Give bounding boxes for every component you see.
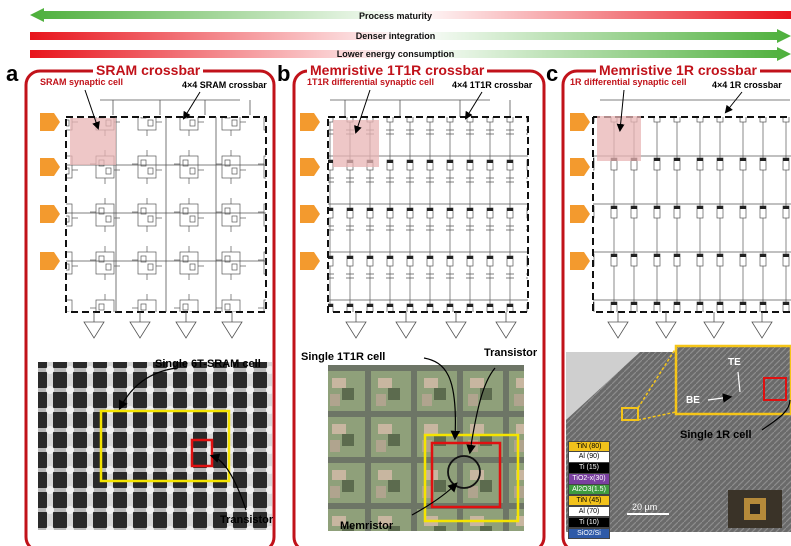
process-maturity-label: Process maturity [358, 11, 433, 21]
energy-label: Lower energy consumption [336, 49, 455, 59]
panel-a-crossbar [40, 89, 267, 339]
panel-b-memristor-label: Memristor [340, 520, 394, 532]
panel-a-crossbar-label: 4×4 SRAM crossbar [182, 80, 267, 90]
layer-stack-item: Ti (10) [568, 516, 610, 529]
layer-stack-item: TiN (80) [568, 440, 610, 452]
panel-c-te-label: TE [728, 357, 741, 368]
layer-stack-legend: TiN (80)Al (90)Ti (15)TiO2-x(30)Al2O3(1.… [568, 440, 610, 540]
layer-stack-item: Al (90) [568, 451, 610, 463]
panel-letter-c: c [546, 61, 559, 86]
panel-letter-a: a [6, 61, 19, 86]
panel-c-title: Memristive 1R crossbar [596, 62, 760, 78]
panel-c-be-label: BE [686, 395, 700, 406]
panel-b-transistor-label: Transistor [484, 347, 538, 359]
panel-c-scale-label: 20 µm [632, 502, 658, 512]
panel-a-title: SRAM crossbar [93, 62, 204, 78]
panel-a-cell-label: SRAM synaptic cell [40, 77, 124, 87]
panel-a-photo-label: Single 6T-SRAM cell [155, 358, 261, 370]
layer-stack-item: SiO2/Si [568, 527, 610, 540]
energy-bar [30, 47, 791, 61]
denser-integration-label: Denser integration [355, 31, 436, 41]
panel-b-cell-label: 1T1R differential synaptic cell [307, 77, 435, 87]
panel-b-photo-label: Single 1T1R cell [301, 351, 386, 363]
layer-stack-item: Al (70) [568, 505, 610, 518]
process-maturity-bar [30, 8, 791, 22]
panel-c-photo-label: Single 1R cell [680, 429, 752, 441]
panel-c-crossbar [570, 89, 791, 339]
panel-a-transistor-label: Transistor [220, 514, 274, 526]
panel-b-crossbar-label: 4×4 1T1R crossbar [452, 80, 533, 90]
panel-b-photo [328, 357, 524, 531]
denser-integration-bar [30, 29, 791, 43]
layer-stack-item: Ti (15) [568, 462, 610, 474]
panel-b-title: Memristive 1T1R crossbar [307, 62, 488, 78]
layer-stack-item: TiO2-x(30) [568, 473, 610, 485]
panel-b-crossbar [300, 89, 529, 339]
panel-c-crossbar-label: 4×4 1R crossbar [712, 80, 782, 90]
panel-c-cell-label: 1R differential synaptic cell [570, 77, 687, 87]
panel-letter-b: b [277, 61, 291, 86]
panel-a-photo [38, 362, 272, 530]
layer-stack-item: Al2O3(1.5) [568, 484, 610, 496]
layer-stack-item: TiN (45) [568, 494, 610, 507]
